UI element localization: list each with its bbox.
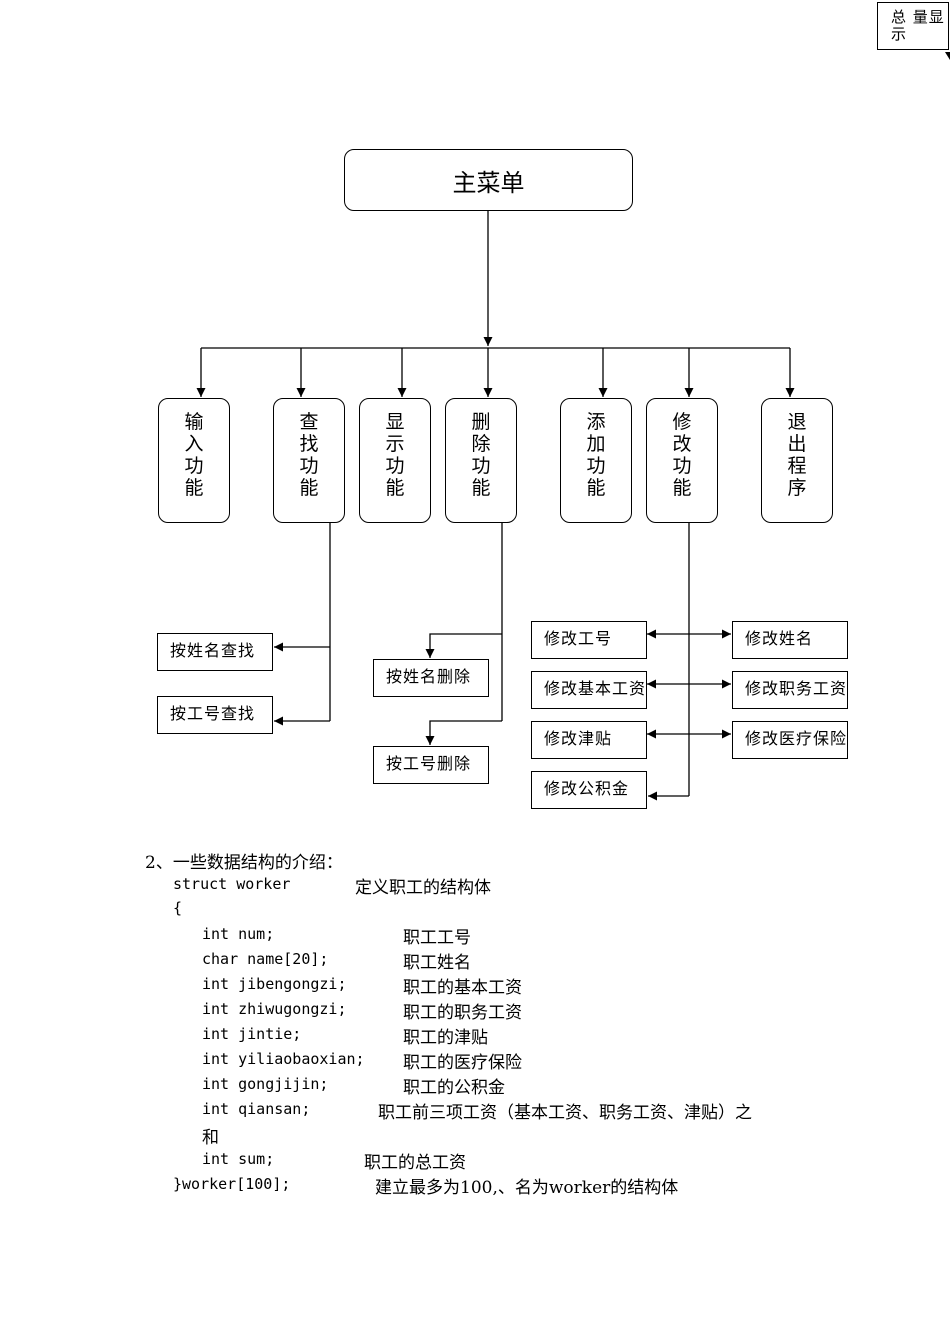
open-brace: {: [173, 899, 183, 917]
char: 添: [586, 411, 606, 433]
display-function-box: 显 示 功 能: [359, 398, 431, 523]
search-by-id-box: 按工号查找: [157, 696, 273, 734]
char: 功: [299, 455, 319, 477]
char: 出: [787, 433, 807, 455]
char: 能: [586, 477, 606, 499]
char: 示: [385, 433, 405, 455]
exit-function-box: 退 出 程 序: [761, 398, 833, 523]
delete-to-name: [425, 633, 502, 658]
field-code: int sum;: [202, 1150, 275, 1168]
corner-note-text: 总 量显示: [891, 8, 945, 43]
field-comment: 职工的基本工资: [403, 978, 522, 998]
char: 查: [299, 411, 319, 433]
char: 显: [385, 411, 405, 433]
label: 修改基本工资: [544, 679, 647, 698]
modify-function-box: 修 改 功 能: [646, 398, 718, 523]
field-comment: 职工的职务工资: [403, 1003, 522, 1023]
section-heading: 2、一些数据结构的介绍：: [145, 853, 343, 873]
field-comment: 职工的医疗保险: [403, 1053, 522, 1073]
input-function-box: 输 入 功 能: [158, 398, 230, 523]
field-code: int jibengongzi;: [202, 975, 347, 993]
label: 修改津贴: [544, 729, 613, 748]
struct-comment: 定义职工的结构体: [355, 878, 491, 898]
char: 找: [299, 433, 319, 455]
main-menu-label: 主菜单: [452, 168, 525, 197]
char: 功: [471, 455, 491, 477]
delete-by-name-box: 按姓名删除: [373, 659, 489, 697]
char: 序: [787, 477, 807, 499]
corner-marker: [945, 52, 950, 60]
label: 按姓名删除: [386, 667, 472, 686]
char: 功: [385, 455, 405, 477]
char: 能: [385, 477, 405, 499]
struct-instance-comment: 建立最多为100,、名为worker的结构体: [375, 1178, 679, 1198]
field-comment: 职工工号: [403, 928, 471, 948]
char: 改: [672, 433, 692, 455]
char: 删: [471, 411, 491, 433]
char: 退: [787, 411, 807, 433]
delete-function-box: 删 除 功 能: [445, 398, 517, 523]
modify-allowance-box: 修改津贴: [531, 721, 647, 759]
modify-base-salary-box: 修改基本工资: [531, 671, 647, 709]
field-comment: 职工的总工资: [364, 1153, 466, 1173]
char: 加: [586, 433, 606, 455]
field-comment: 职工的公积金: [403, 1078, 505, 1098]
label: 修改职务工资: [745, 679, 848, 698]
field-code: int gongjijin;: [202, 1075, 329, 1093]
label: 修改工号: [544, 629, 613, 648]
char: 功: [672, 455, 692, 477]
field-code: int jintie;: [202, 1025, 302, 1043]
modify-name-box: 修改姓名: [732, 621, 848, 659]
field-code: int num;: [202, 925, 275, 943]
char: 程: [787, 455, 807, 477]
search-function-box: 查 找 功 能: [273, 398, 345, 523]
label: 按姓名查找: [170, 641, 256, 660]
field-comment: 职工前三项工资（基本工资、职务工资、津贴）之: [378, 1103, 752, 1123]
field-code: int yiliaobaoxian;: [202, 1050, 365, 1068]
char: 能: [299, 477, 319, 499]
struct-instance: }worker[100];: [173, 1175, 291, 1193]
modify-id-box: 修改工号: [531, 621, 647, 659]
delete-by-id-box: 按工号删除: [373, 746, 489, 784]
char: 输: [184, 411, 204, 433]
search-by-name-box: 按姓名查找: [157, 633, 273, 671]
label: 修改医疗保险: [745, 729, 848, 748]
add-function-box: 添 加 功 能: [560, 398, 632, 523]
char: 除: [471, 433, 491, 455]
modify-medical-insurance-box: 修改医疗保险: [732, 721, 848, 759]
corner-note-box: 总 量显示: [877, 2, 949, 50]
char: 能: [471, 477, 491, 499]
label: 修改公积金: [544, 779, 630, 798]
field-comment-continuation: 和: [202, 1128, 219, 1148]
field-code: int zhiwugongzi;: [202, 1000, 347, 1018]
char: 修: [672, 411, 692, 433]
modify-position-salary-box: 修改职务工资: [732, 671, 848, 709]
field-comment: 职工的津贴: [403, 1028, 488, 1048]
field-comment: 职工姓名: [403, 953, 471, 973]
char: 能: [672, 477, 692, 499]
main-menu-box: 主菜单: [344, 149, 633, 211]
char: 入: [184, 433, 204, 455]
modify-housing-fund-box: 修改公积金: [531, 771, 647, 809]
label: 按工号查找: [170, 704, 256, 723]
char: 能: [184, 477, 204, 499]
struct-declaration: struct worker: [173, 875, 291, 893]
field-code: char name[20];: [202, 950, 329, 968]
char: 功: [586, 455, 606, 477]
label: 按工号删除: [386, 754, 472, 773]
delete-to-id: [425, 720, 502, 745]
char: 功: [184, 455, 204, 477]
field-code: int qiansan;: [202, 1100, 311, 1118]
label: 修改姓名: [745, 629, 814, 648]
